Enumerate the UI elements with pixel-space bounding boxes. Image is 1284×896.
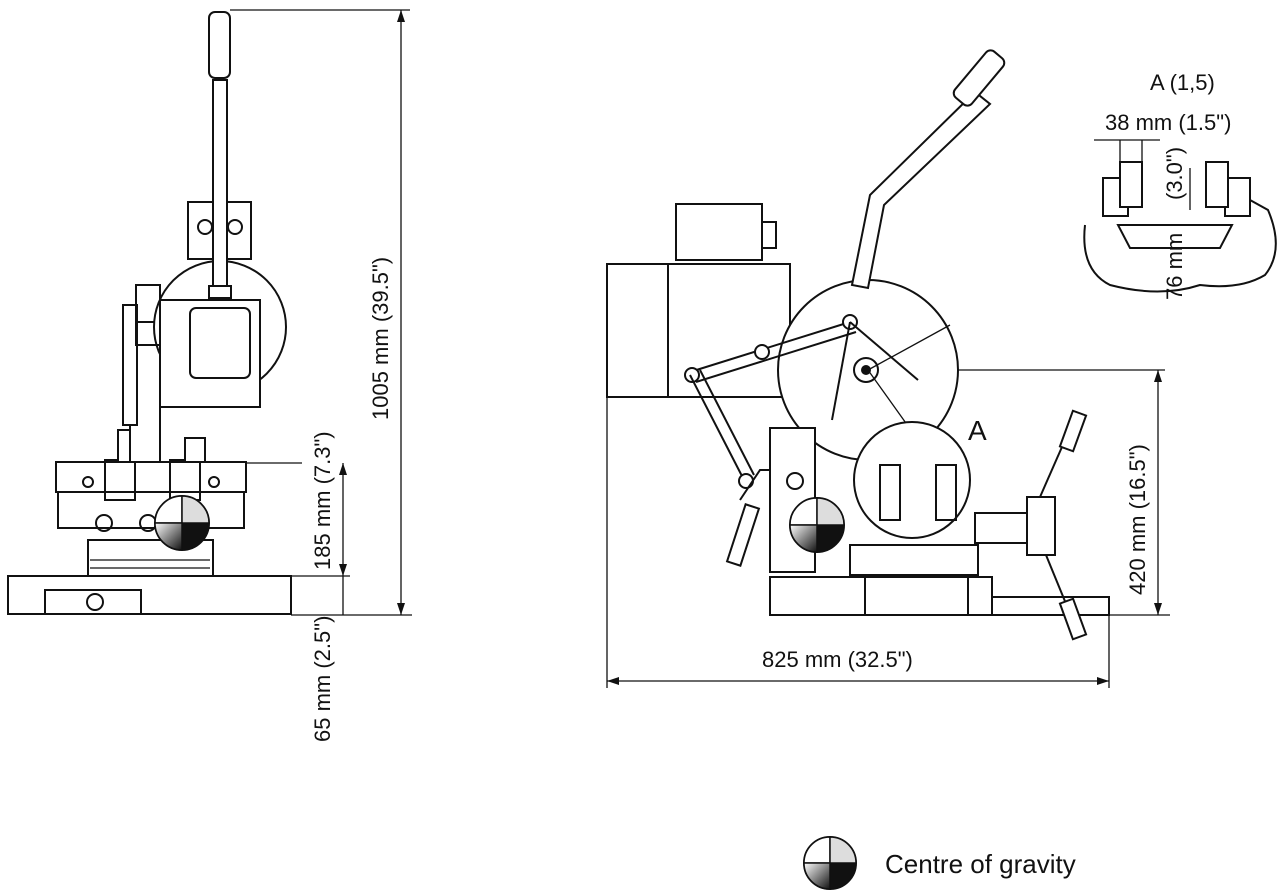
detail-callout-letter: A — [968, 415, 987, 446]
overall-length-dimension: 825 mm (32.5") — [762, 647, 913, 672]
overall-height-dimension: 1005 mm (39.5") — [368, 257, 393, 420]
jaw-depth-dimension: (3.0") — [1162, 147, 1187, 200]
front-view — [7, 9, 412, 616]
jaw-width-dimension: 38 mm (1.5") — [1105, 110, 1231, 135]
base-height-dimension: 65 mm (2.5") — [310, 616, 335, 742]
capacity-dimension: 76 mm — [1162, 233, 1187, 300]
detail-a — [1083, 139, 1277, 293]
vise-height-dimension: 185 mm (7.3") — [310, 431, 335, 570]
legend: Centre of gravity — [803, 836, 1076, 890]
legend-centre-of-gravity-label: Centre of gravity — [885, 849, 1076, 879]
detail-a-title: A (1,5) — [1150, 70, 1215, 95]
centre-of-gravity-icon — [803, 836, 857, 890]
centre-of-gravity-icon — [789, 497, 845, 553]
cutting-height-dimension: 420 mm (16.5") — [1125, 444, 1150, 595]
side-view: A — [606, 49, 1170, 688]
centre-of-gravity-icon — [154, 495, 210, 551]
